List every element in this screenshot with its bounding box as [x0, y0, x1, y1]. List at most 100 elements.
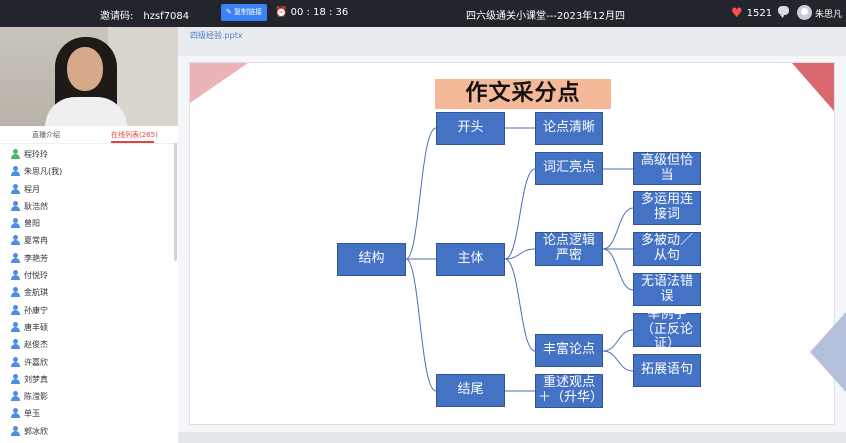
list-item[interactable]: 程玲玲	[0, 146, 172, 163]
like-count: 1521	[746, 8, 773, 19]
like-button[interactable]: ♥1521	[731, 6, 772, 21]
user-icon	[11, 425, 20, 436]
timer-value: 00 : 18 : 36	[290, 7, 349, 18]
copy-link-button[interactable]: ✎ 复制链接	[221, 4, 267, 21]
node-lundian-qingxi: 论点清晰	[535, 112, 603, 145]
slide-page	[189, 62, 835, 425]
user-icon	[11, 252, 20, 263]
chat-bubble-icon[interactable]	[778, 6, 789, 18]
teacher-video	[0, 27, 178, 126]
list-item[interactable]: 程月	[0, 181, 172, 198]
user-icon	[11, 339, 20, 350]
list-item[interactable]: 孙康宁	[0, 302, 172, 319]
node-jiewei: 结尾	[436, 374, 505, 407]
list-item[interactable]: 金航琪	[0, 284, 172, 301]
user-name: 孙康宁	[24, 305, 48, 315]
user-icon	[11, 391, 20, 402]
node-root: 结构	[337, 243, 406, 276]
left-panel: 直播介绍 在线列表(265) 程玲玲朱思凡(我) 程月耿浩然曾阳夏常冉李艳芳付悦玲…	[0, 27, 178, 443]
node-beidong: 多被动／从句	[633, 232, 701, 266]
user-icon	[11, 183, 20, 194]
user-name: 朱思凡(我)	[24, 167, 63, 177]
node-cihui: 词汇亮点	[535, 152, 603, 185]
user-icon	[11, 218, 20, 229]
top-bar: 邀请码: hzsf7084 ✎ 复制链接 ⏰ 00 : 18 : 36 四六级通关…	[0, 0, 846, 27]
video-person-body	[45, 97, 127, 126]
list-item[interactable]: 许嘉欣	[0, 354, 172, 371]
alarm-clock-icon: ⏰	[275, 7, 288, 18]
node-chongshu: 重述观点＋（升华）	[535, 374, 603, 408]
node-zhuti: 主体	[436, 243, 505, 276]
user-name: 付悦玲	[24, 271, 48, 281]
user-name: 单玉	[24, 409, 40, 419]
invite-code: 邀请码: hzsf7084	[100, 7, 189, 22]
user-name: 程玲玲	[24, 150, 48, 159]
user-name: 夏常冉	[24, 236, 48, 246]
list-item[interactable]: 赵俊杰	[0, 336, 172, 353]
user-icon	[11, 235, 20, 246]
list-item[interactable]: 曾阳	[0, 215, 172, 232]
slide-corner-decor	[792, 63, 834, 111]
user-name: 曾阳	[24, 219, 40, 229]
slide-corner-decor	[190, 63, 248, 103]
tab-live-intro[interactable]: 直播介绍	[32, 131, 60, 139]
user-icon	[11, 270, 20, 281]
user-icon	[11, 408, 20, 419]
user-name: 耿浩然	[24, 201, 48, 211]
user-name: 郭冰欣	[24, 426, 48, 436]
course-title: 四六级通关小课堂---2023年12月四	[466, 11, 625, 22]
user-name: 程月	[24, 184, 40, 194]
invite-code-value: hzsf7084	[143, 11, 190, 22]
list-item[interactable]: 耿浩然	[0, 198, 172, 215]
user-icon	[11, 356, 20, 367]
heart-icon: ♥	[731, 6, 743, 21]
file-tab[interactable]: 四级经验.pptx	[190, 31, 243, 40]
user-list-scrollbar[interactable]	[174, 143, 177, 261]
copy-link-label: 复制链接	[234, 8, 263, 16]
user-icon	[11, 287, 20, 298]
list-item[interactable]: 朱思凡(我)	[0, 163, 172, 180]
link-icon: ✎	[225, 8, 232, 16]
node-yufa: 无语法错误	[633, 273, 701, 306]
user-icon	[11, 149, 20, 159]
user-name: 赵俊杰	[24, 340, 48, 350]
list-item[interactable]: 郭冰欣	[0, 423, 172, 440]
slide-side-decor	[810, 312, 846, 392]
user-icon	[11, 200, 20, 211]
user-icon	[11, 166, 20, 177]
active-tab-indicator	[111, 141, 154, 143]
user-name: 许嘉欣	[24, 357, 48, 367]
node-lianjieci: 多运用连接词	[633, 191, 701, 225]
user-icon	[11, 321, 20, 332]
node-juli: 举例子（正反论证）	[633, 307, 701, 351]
username: 朱思凡	[815, 10, 843, 20]
list-item[interactable]: 单玉	[0, 405, 172, 422]
mindmap-title: 作文采分点	[435, 79, 611, 109]
list-item[interactable]: 陈滢影	[0, 388, 172, 405]
user-name: 李艳芳	[24, 253, 48, 263]
list-item[interactable]: 付悦玲	[0, 267, 172, 284]
invite-label: 邀请码:	[100, 11, 134, 22]
list-item[interactable]: 唐丰硕	[0, 319, 172, 336]
slide-area	[178, 56, 846, 432]
user-name: 唐丰硕	[24, 322, 48, 332]
tab-online-list[interactable]: 在线列表(265)	[111, 131, 158, 139]
user-name: 刘梦真	[24, 374, 48, 384]
node-gaoji: 高级但恰当	[633, 152, 701, 185]
list-item[interactable]: 李艳芳	[0, 250, 172, 267]
user-name: 金航琪	[24, 288, 48, 298]
online-user-list: 程玲玲朱思凡(我) 程月耿浩然曾阳夏常冉李艳芳付悦玲金航琪孙康宁唐丰硕赵俊杰许嘉欣…	[0, 146, 172, 440]
list-item[interactable]: 刘梦真	[0, 371, 172, 388]
user-name: 陈滢影	[24, 392, 48, 402]
slide-bottom-strip	[178, 432, 846, 443]
user-avatar-icon[interactable]	[797, 5, 812, 20]
node-luoji: 论点逻辑严密	[535, 232, 603, 266]
user-icon	[11, 373, 20, 384]
list-item[interactable]: 夏常冉	[0, 232, 172, 249]
live-timer: ⏰ 00 : 18 : 36	[275, 7, 348, 18]
video-person-face	[67, 47, 103, 91]
user-icon	[11, 304, 20, 315]
node-fengfu: 丰富论点	[535, 334, 603, 367]
node-kaitou: 开头	[436, 112, 505, 145]
